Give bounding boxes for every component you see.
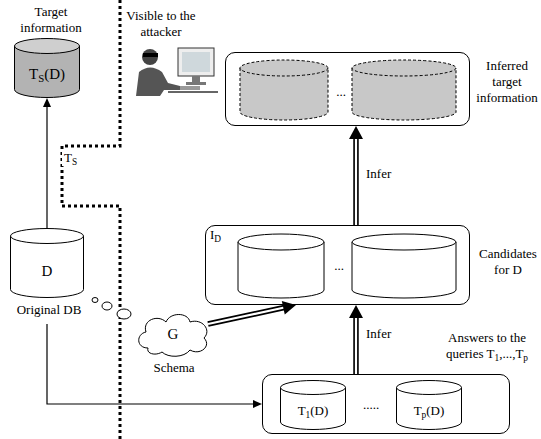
node-text: Inferred target information bbox=[476, 58, 538, 106]
diagram-node: Tp(D) bbox=[396, 380, 462, 430]
edge-label: TS bbox=[62, 150, 79, 166]
node-text: Target information bbox=[6, 4, 96, 36]
inferred-db-cylinder bbox=[240, 60, 456, 120]
diagram-node: D Original DB bbox=[4, 226, 94, 322]
node-text: Original DB bbox=[4, 302, 94, 318]
edge-label: Infer bbox=[364, 326, 393, 342]
edge-label: Infer bbox=[364, 166, 393, 182]
node-text: TS(D) bbox=[14, 66, 80, 82]
free-label: ..... bbox=[348, 397, 394, 413]
diagram-node: Answers to the queries T1,...,TpT1(D)Tp(… bbox=[262, 374, 510, 434]
diagram-node: Target informationTS(D) bbox=[6, 4, 96, 102]
node-text: ID bbox=[210, 227, 234, 243]
diagram-node: Inferred target information bbox=[222, 50, 540, 128]
thought-bubbles bbox=[92, 298, 131, 320]
node-text: Tp(D) bbox=[396, 403, 462, 419]
node-text: Answers to the queries T1,...,Tp bbox=[436, 330, 538, 362]
free-label: ... bbox=[330, 84, 352, 100]
free-label: ... bbox=[326, 258, 352, 274]
attacker-icon bbox=[136, 48, 218, 96]
node-text: Schema bbox=[132, 360, 216, 376]
node-text: D bbox=[10, 263, 84, 279]
inference-arrow bbox=[349, 305, 363, 374]
free-label: Visible to the attacker bbox=[124, 8, 198, 40]
inference-arrow bbox=[349, 126, 363, 225]
node-text: Candidates for D bbox=[476, 246, 540, 278]
candidate-db-cylinder bbox=[238, 234, 456, 298]
data-arrow bbox=[43, 98, 51, 228]
diagram-node: ID Candidates for D bbox=[205, 224, 540, 306]
node-text: T1(D) bbox=[280, 403, 346, 419]
diagram-node: T1(D) bbox=[280, 380, 346, 430]
group-box bbox=[225, 52, 470, 126]
node-text: G bbox=[134, 326, 212, 342]
diagram-node: G Schema bbox=[132, 308, 216, 380]
